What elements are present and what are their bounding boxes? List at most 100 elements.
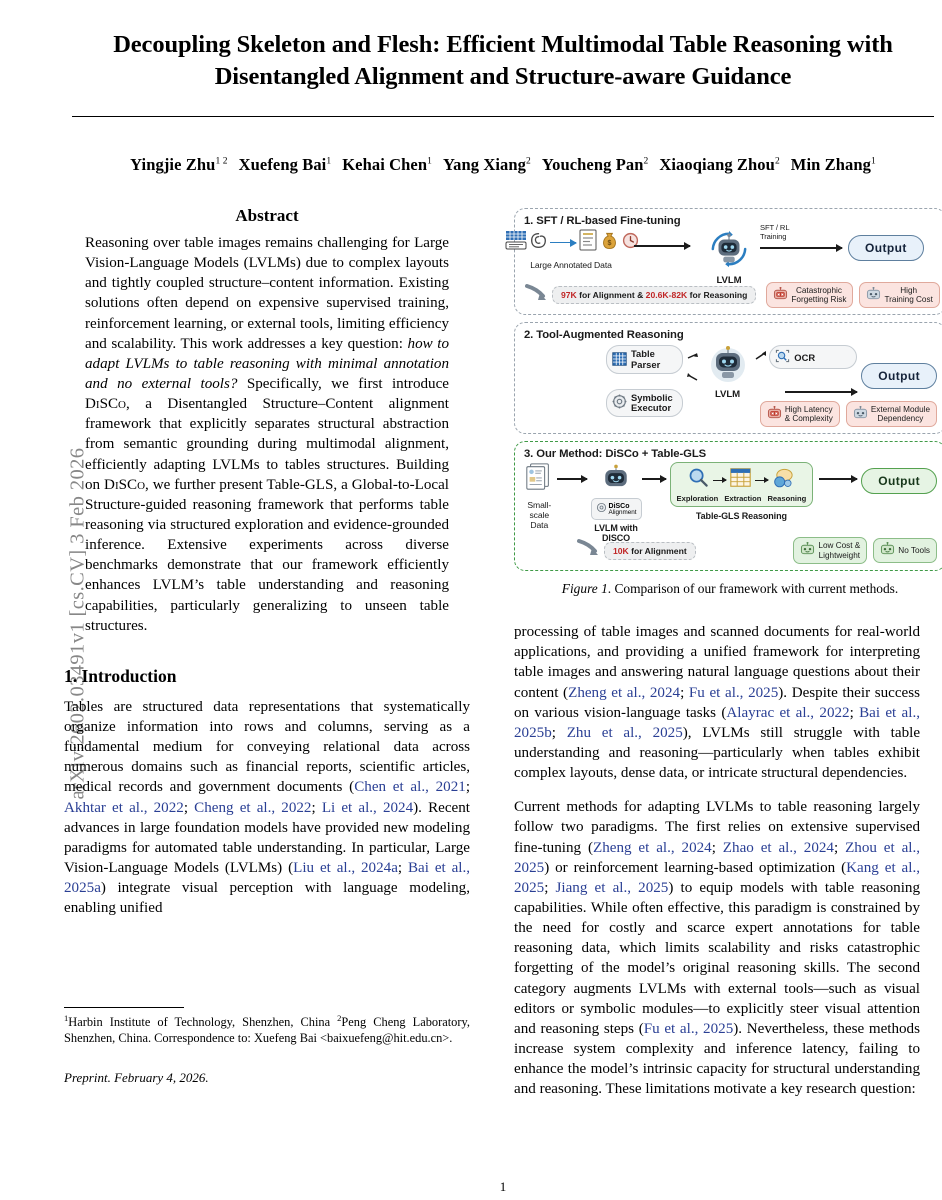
panel-3-chip-suffix: for Alignment [628, 545, 687, 556]
citation-link[interactable]: Bai et al., 2025b [514, 704, 920, 741]
citation-link[interactable]: Zhou et al., 2025 [514, 839, 921, 876]
right-text-7: ). Nevertheless, these methods increase … [514, 1020, 920, 1098]
citation-link[interactable]: Alayrac et al., 2022 [726, 704, 850, 721]
panel-1-risk1-line2: Forgetting Risk [791, 295, 847, 305]
panel-2-tool1-line1: Table [631, 348, 655, 360]
right-text-6: ) to equip models with table reasoning c… [514, 879, 920, 1037]
preprint-notice: Preprint. February 4, 2026. [64, 1070, 209, 1086]
right-text-4: Current methods for adapting LVLMs to ta… [514, 799, 920, 856]
abstract-part-2: Specifically, we first introduce D [85, 375, 449, 413]
author-entry: Kehai Chen1 [342, 155, 432, 174]
author-entry: Xiaoqiang Zhou2 [659, 155, 779, 174]
panel-2-output[interactable]: Output [861, 363, 937, 390]
citation-link[interactable]: Fu et al., 2025 [688, 684, 779, 701]
panel-1-model-label: LVLM [716, 275, 742, 286]
abstract-part-1: Reasoning over table images remains chal… [85, 235, 449, 352]
author-entry: Min Zhang1 [791, 155, 876, 174]
table-extract-icon [730, 468, 751, 492]
sep: ; [680, 684, 689, 701]
panel-2-tool-ocr[interactable]: OCR [769, 345, 858, 370]
abstract-heading: Abstract [235, 206, 299, 225]
panel-1-align-count: 97K [561, 290, 577, 301]
author-entry: Yingjie Zhu1 2 [130, 155, 228, 174]
panel-3-align-count: 10K [613, 545, 629, 556]
panel-2-tool3-line2: Executor [631, 401, 672, 413]
citation-link[interactable]: Kang et al., 2025 [514, 859, 921, 896]
citation-link[interactable]: Zheng et al., 2024 [568, 684, 681, 701]
magnifier-icon [688, 467, 709, 493]
panel-3-stage-box: Exploration Extraction Reasoning [669, 462, 814, 508]
right-text-5: ) or reinforcement learning-based optimi… [544, 859, 847, 876]
panel-2-risk-latency: High Latency& Complexity [759, 401, 840, 428]
citation-link[interactable]: Fu et al., 2025 [643, 1020, 734, 1037]
panel-3-stage-3: Reasoning [767, 494, 807, 504]
author-affiliation: 1 2 [215, 156, 228, 167]
citation-link[interactable]: Jiang et al., 2025 [555, 879, 669, 896]
citation-link[interactable]: Li et al., 2024 [321, 799, 414, 816]
panel-3-benefit1-line2: Lightweight [818, 550, 861, 560]
figure-caption-text: . Comparison of our framework with curre… [607, 580, 899, 596]
footnote-rule [64, 1007, 184, 1009]
panel-2-tool3-line1: Symbolic [631, 391, 673, 403]
title-rule [72, 115, 934, 117]
right-column-text: processing of table images and scanned d… [514, 622, 920, 1099]
figure-panel-tool-augmented: 2. Tool-Augmented Reasoning [514, 322, 942, 435]
figure-caption: Figure 1. Comparison of our framework wi… [514, 580, 942, 597]
sep: ; [183, 799, 195, 816]
robot-head-icon [853, 406, 868, 422]
panel-1-chip-suffix: for Reasoning [687, 290, 748, 301]
footnote-text: 1Harbin Institute of Technology, Shenzhe… [64, 1013, 470, 1046]
panel-1-risk2-line1: High [900, 286, 918, 295]
gear-icon [612, 394, 627, 411]
panel-3-data-chip: 10K for Alignment [604, 541, 696, 560]
flow-arrow-icon [556, 475, 588, 483]
flow-arrow-icon [819, 475, 859, 483]
citation-link[interactable]: Akhtar et al., 2022 [64, 799, 184, 816]
table-icon [505, 230, 527, 255]
panel-3-model-label: LVLM with DISCO [594, 523, 638, 544]
citation-link[interactable]: Zhao et al., 2024 [722, 839, 834, 856]
robot-icon [707, 229, 751, 274]
panel-1-training-line-1: SFT / RL [760, 223, 790, 232]
citation-link[interactable]: Chen et al., 2021 [354, 779, 466, 796]
panel-3-source-line2: Data [530, 520, 549, 531]
author-entry: Xuefeng Bai1 [239, 155, 332, 174]
citation-link[interactable]: Zhu et al., 2025 [566, 724, 683, 741]
documents-icon [524, 462, 554, 497]
flow-arrow-icon [785, 388, 859, 396]
citation-link[interactable]: Bai et al., 2025a [64, 859, 471, 897]
right-text-2: ). Despite their success on various visi… [514, 684, 920, 721]
intro-text-3: ) integrate visual perception with langu… [64, 880, 470, 917]
page-title: Decoupling Skeleton and Flesh: Efficient… [113, 31, 893, 90]
money-bag-icon: $ [600, 230, 619, 255]
panel-2-title: 2. Tool-Augmented Reasoning [524, 329, 684, 342]
figure-1: 1. SFT / RL-based Fine-tuning [505, 208, 942, 597]
panel-1-data-chip: 97K for Alignment & 20.6K-82K for Reason… [552, 286, 757, 305]
figure-panel-our-method: 3. Our Method: DiSCo + Table-GLS [514, 441, 942, 571]
panel-3-output[interactable]: Output [861, 468, 937, 495]
panel-3-stage-1: Exploration [676, 494, 719, 504]
green-robot-icon [880, 542, 895, 558]
robot-icon [704, 341, 752, 390]
abstract-part-3: SC [99, 396, 119, 413]
down-arrow-icon [524, 283, 550, 308]
panel-2-tool2-label: OCR [794, 351, 816, 363]
footnote-block: 1Harbin Institute of Technology, Shenzhe… [64, 1007, 470, 1046]
panel-3-benefit2-label: No Tools [898, 545, 930, 555]
citation-link[interactable]: Cheng et al., 2022 [194, 799, 312, 816]
footnote-affil-2: Peng Cheng Laboratory, Shenzhen, China. … [64, 1015, 470, 1046]
panel-1-output[interactable]: Output [848, 235, 924, 261]
panel-3-stage-caption: Table-GLS Reasoning [695, 511, 787, 522]
abstract-smallcaps-o2: o [137, 476, 146, 493]
sep: ; [551, 724, 567, 741]
robot-head-icon [866, 287, 881, 303]
citation-link[interactable]: Zheng et al., 2024 [592, 839, 712, 856]
panel-3-disco-badge: DiSCo Alignment [590, 498, 642, 521]
citation-link[interactable]: Liu et al., 2024a [293, 859, 398, 876]
author-affiliation: 2 [643, 156, 649, 167]
panel-3-badge-line2: Alignment [608, 508, 637, 516]
